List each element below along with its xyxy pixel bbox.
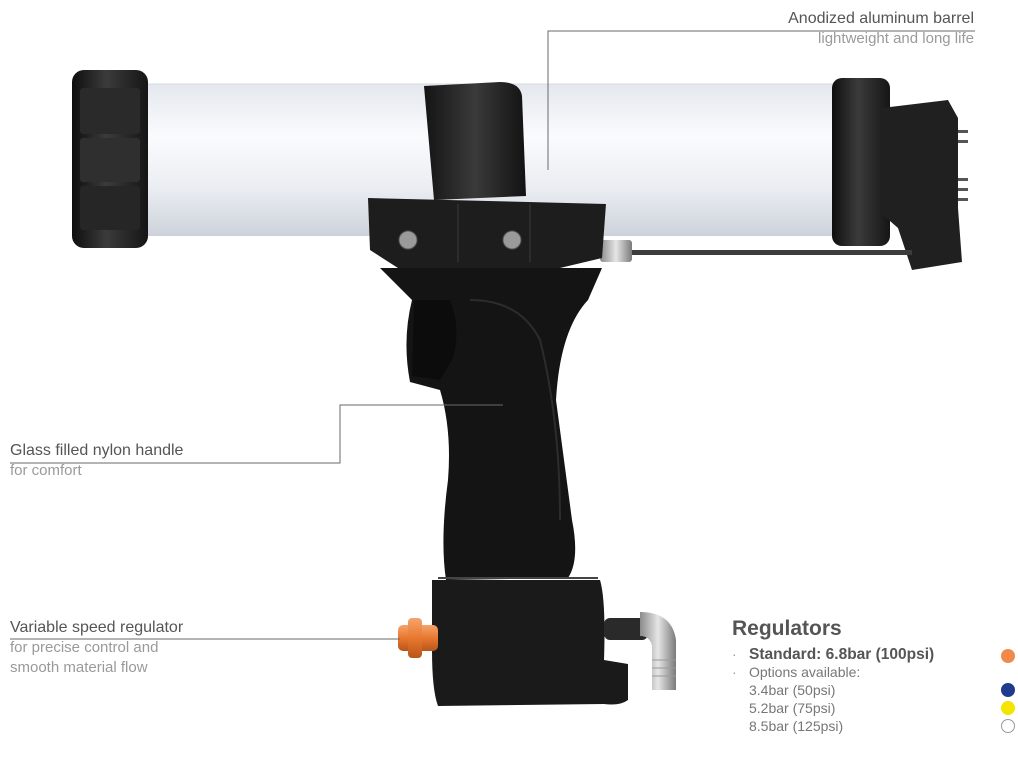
end-cap-right <box>832 78 968 270</box>
clamp <box>424 82 526 200</box>
options-label: Options available: <box>749 664 861 680</box>
barrel-callout-title: Anodized aluminum barrel <box>788 10 974 27</box>
handle <box>380 268 602 580</box>
handle-leader-line <box>10 404 503 464</box>
handle-callout-subtitle: for comfort <box>10 462 82 479</box>
end-cap-left <box>72 70 148 248</box>
option-label: 5.2bar (75psi) <box>749 700 836 716</box>
speed-knob <box>398 618 438 658</box>
standard-regulator-row: · Standard: 6.8bar (100psi) <box>732 646 1015 664</box>
bullet: · <box>732 664 737 680</box>
regulators-legend: Regulators · Standard: 6.8bar (100psi) ·… <box>732 616 1015 736</box>
option-label: 3.4bar (50psi) <box>749 682 836 698</box>
bullet: · <box>732 646 737 662</box>
option-label: 8.5bar (125psi) <box>749 718 844 734</box>
option-color-swatch <box>1001 701 1015 715</box>
option-row: 3.4bar (50psi) <box>732 682 1015 700</box>
option-row: 5.2bar (75psi) <box>732 700 1015 718</box>
air-rod <box>600 250 912 255</box>
regulator-callout-subtitle-line: smooth material flow <box>10 659 148 676</box>
options-row: · Options available: <box>732 664 1000 682</box>
barrel-callout-subtitle: lightweight and long life <box>818 30 974 47</box>
regulator-callout-title: Variable speed regulator <box>10 619 184 636</box>
barrel-leader-line <box>547 30 975 170</box>
barrel-callout: Anodized aluminum barrel lightweight and… <box>788 9 974 49</box>
standard-color-swatch <box>1001 649 1015 663</box>
regulator-callout-subtitle-line: for precise control and <box>10 639 159 656</box>
handle-callout-title: Glass filled nylon handle <box>10 442 184 459</box>
regulators-heading: Regulators <box>732 617 842 640</box>
regulator-block <box>432 580 628 706</box>
option-color-swatch <box>1001 719 1015 733</box>
air-fitting <box>604 612 676 690</box>
regulator-callout: Variable speed regulator for precise con… <box>10 618 183 678</box>
handle-callout: Glass filled nylon handle for comfort <box>10 441 183 481</box>
option-row: 8.5bar (125psi) <box>732 718 1015 736</box>
option-color-swatch <box>1001 683 1015 697</box>
standard-regulator-label: Standard: 6.8bar (100psi) <box>749 646 935 663</box>
